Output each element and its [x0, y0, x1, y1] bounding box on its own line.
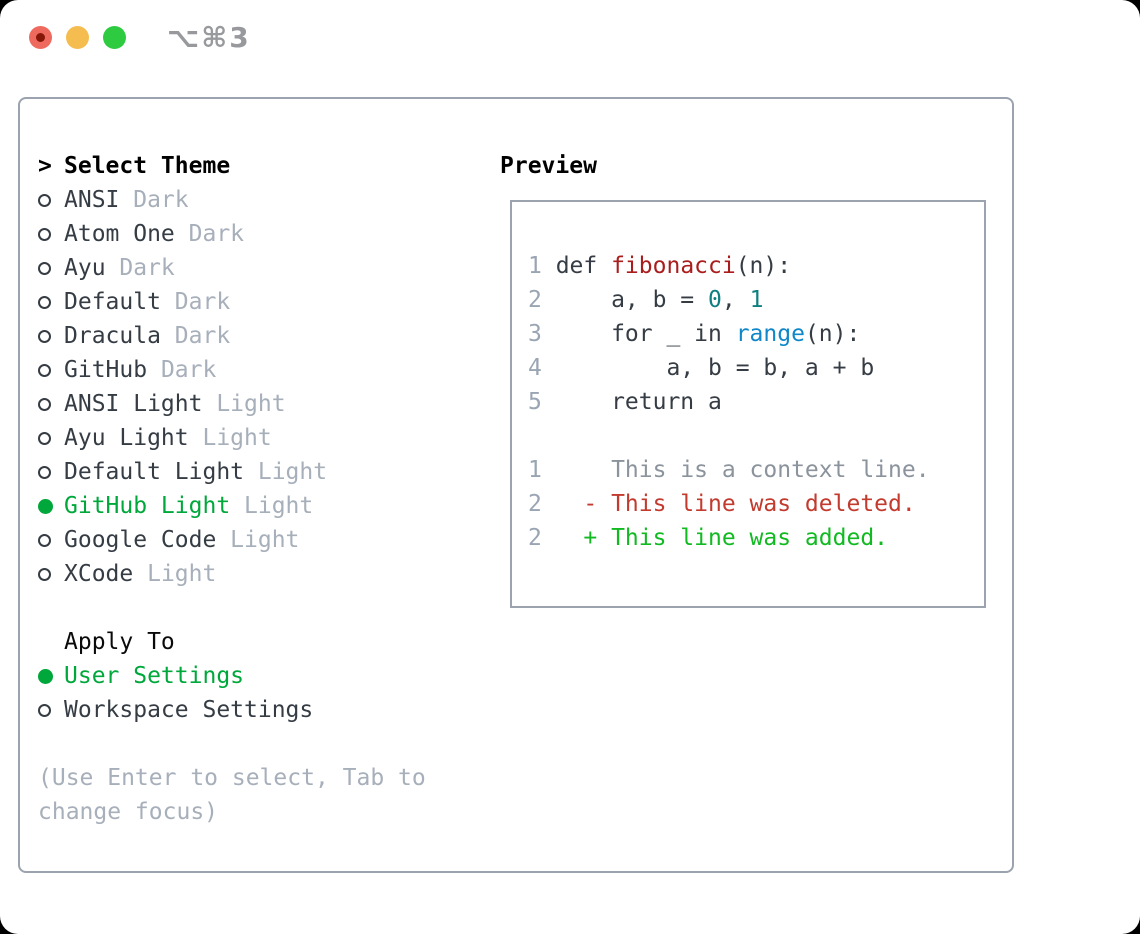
- radio-unselected-icon: [38, 193, 51, 207]
- select-theme-header: > Select Theme: [38, 149, 440, 183]
- line-number: [528, 419, 542, 453]
- radio-unselected-icon: [38, 329, 51, 343]
- theme-variant-label: Dark: [174, 289, 231, 315]
- theme-option[interactable]: XCode Light: [38, 557, 440, 591]
- theme-variant-label: Dark: [119, 255, 175, 281]
- radio-unselected-icon: [38, 261, 51, 275]
- theme-option[interactable]: Default Light Light: [38, 455, 440, 489]
- theme-variant-label: Light: [244, 493, 314, 519]
- radio-unselected-icon: [38, 703, 51, 717]
- zoom-button[interactable]: [103, 26, 126, 49]
- cursor-caret-icon: >: [38, 153, 52, 179]
- titlebar: ⌥⌘3: [0, 0, 1140, 97]
- theme-option[interactable]: Atom One Dark: [38, 217, 440, 251]
- theme-option[interactable]: Ayu Dark: [38, 251, 440, 285]
- line-number: 1: [528, 457, 542, 483]
- minimize-button[interactable]: [66, 26, 89, 49]
- code-line: [528, 419, 984, 453]
- option-label: GitHub: [64, 357, 148, 383]
- preview-title: Preview: [500, 153, 597, 179]
- line-number: 1: [528, 253, 542, 279]
- code-line: 2 - This line was deleted.: [528, 487, 984, 521]
- select-theme-title: Select Theme: [64, 153, 231, 179]
- option-label: GitHub Light: [64, 493, 231, 519]
- option-label: Google Code: [64, 527, 217, 553]
- line-number: 5: [528, 389, 542, 415]
- theme-option[interactable]: Default Dark: [38, 285, 440, 319]
- option-label: Dracula: [64, 323, 161, 349]
- radio-unselected-icon: [38, 397, 51, 411]
- theme-variant-label: Light: [202, 425, 272, 451]
- radio-unselected-icon: [38, 533, 51, 547]
- code-line: 2 + This line was added.: [528, 521, 984, 555]
- theme-option[interactable]: Ayu Light Light: [38, 421, 440, 455]
- apply-to-option[interactable]: Workspace Settings: [38, 693, 440, 727]
- window-shortcut-label: ⌥⌘3: [167, 21, 251, 54]
- theme-variant-label: Light: [230, 527, 300, 553]
- radio-unselected-icon: [38, 567, 51, 581]
- line-number: 2: [528, 287, 542, 313]
- apply-to-header: Apply To: [64, 629, 175, 655]
- option-label: XCode: [64, 561, 134, 587]
- code-line: 3 for _ in range(n):: [528, 317, 984, 351]
- line-number: 2: [528, 491, 542, 517]
- line-number: 2: [528, 525, 542, 551]
- theme-variant-label: Dark: [133, 187, 189, 213]
- theme-option[interactable]: ANSI Light Light: [38, 387, 440, 421]
- close-button[interactable]: [29, 26, 52, 49]
- option-label: User Settings: [64, 663, 245, 689]
- option-label: Ayu Light: [64, 425, 189, 451]
- code-line: 5 return a: [528, 385, 984, 419]
- radio-selected-icon: [38, 668, 53, 684]
- radio-selected-icon: [38, 498, 53, 514]
- traffic-lights: [29, 26, 126, 49]
- theme-variant-label: Light: [147, 561, 217, 587]
- radio-unselected-icon: [38, 295, 51, 309]
- apply-to-option[interactable]: User Settings: [38, 659, 440, 693]
- theme-variant-label: Dark: [160, 357, 217, 383]
- theme-variant-label: Light: [257, 459, 328, 485]
- line-number: 3: [528, 321, 542, 347]
- theme-variant-label: Dark: [188, 221, 245, 247]
- option-label: Default: [64, 289, 161, 315]
- section-gap: [38, 591, 440, 625]
- code-line: 1 This is a context line.: [528, 453, 984, 487]
- theme-variant-label: Dark: [174, 323, 231, 349]
- theme-option[interactable]: Dracula Dark: [38, 319, 440, 353]
- theme-option[interactable]: Google Code Light: [38, 523, 440, 557]
- option-label: Ayu: [64, 255, 106, 281]
- code-line: 4 a, b = b, a + b: [528, 351, 984, 385]
- option-label: Default Light: [64, 459, 245, 485]
- theme-option[interactable]: ANSI Dark: [38, 183, 440, 217]
- option-label: Atom One: [64, 221, 175, 247]
- option-label: ANSI Light: [64, 391, 203, 417]
- keyboard-hint: (Use Enter to select, Tab to change focu…: [38, 765, 426, 825]
- option-label: ANSI: [64, 187, 120, 213]
- option-label: Workspace Settings: [64, 697, 314, 723]
- line-number: 4: [528, 355, 542, 381]
- radio-unselected-icon: [38, 465, 51, 479]
- theme-variant-label: Light: [216, 391, 286, 417]
- radio-unselected-icon: [38, 363, 51, 377]
- theme-option[interactable]: GitHub Light Light: [38, 489, 440, 523]
- radio-unselected-icon: [38, 227, 51, 241]
- code-line: 2 a, b = 0, 1: [528, 283, 984, 317]
- radio-unselected-icon: [38, 431, 51, 445]
- theme-option[interactable]: GitHub Dark: [38, 353, 440, 387]
